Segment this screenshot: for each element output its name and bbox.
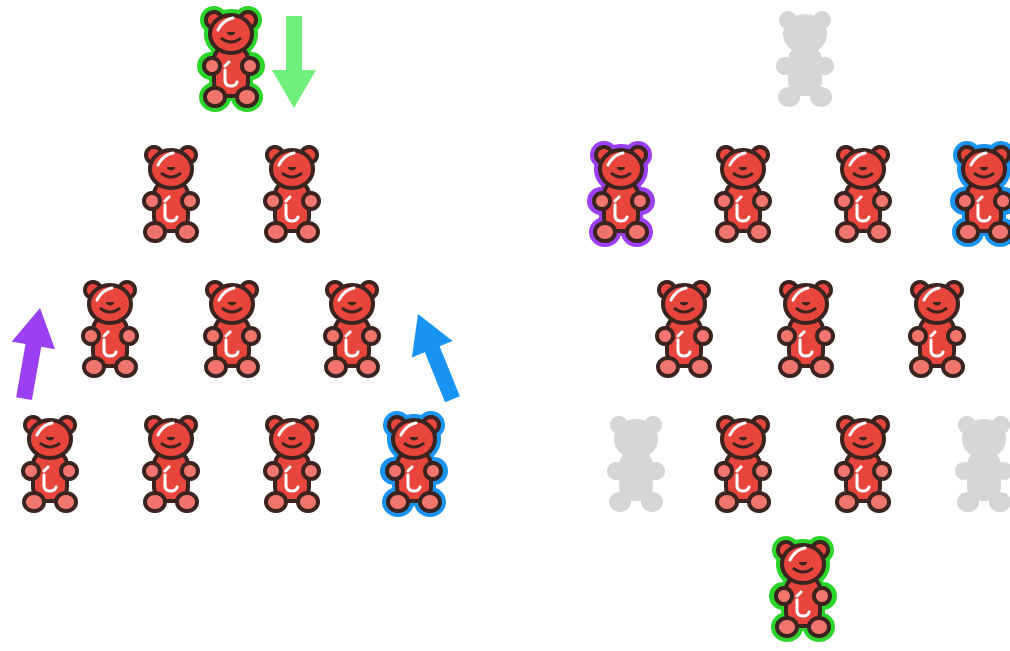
left-bear-row3-c: [325, 282, 379, 376]
right-bear-row4-b: [716, 417, 770, 511]
left-bear-row2-b: [265, 147, 319, 241]
right-arrangement: [592, 11, 1010, 637]
right-bear-row4-d: [955, 416, 1010, 512]
right-bear-row3-c: [910, 282, 964, 376]
left-bear-row4-b: [144, 417, 198, 511]
green-arrow: [272, 16, 316, 108]
left-bear-row4-d: [385, 416, 443, 512]
left-bear-row2-a: [144, 147, 198, 241]
left-bear-row4-c: [265, 417, 319, 511]
right-bear-top: [776, 11, 834, 107]
left-bear-row4-a: [23, 417, 77, 511]
right-bear-row2-c: [836, 147, 890, 241]
right-bear-row3-a: [657, 282, 711, 376]
right-bear-row3-b: [779, 282, 833, 376]
right-bear-row4-a: [607, 416, 665, 512]
left-bear-row3-b: [205, 282, 259, 376]
purple-arrow: [2, 304, 61, 402]
left-bear-top: [202, 11, 260, 107]
right-bear-row2-a: [592, 146, 650, 242]
right-bear-row2-d: [955, 146, 1010, 242]
left-bear-row3-a: [83, 282, 137, 376]
right-bear-bottom: [774, 541, 832, 637]
left-pyramid: [2, 11, 473, 512]
right-bear-row4-c: [836, 417, 890, 511]
right-bear-row2-b: [716, 147, 770, 241]
blue-arrow: [398, 306, 473, 408]
